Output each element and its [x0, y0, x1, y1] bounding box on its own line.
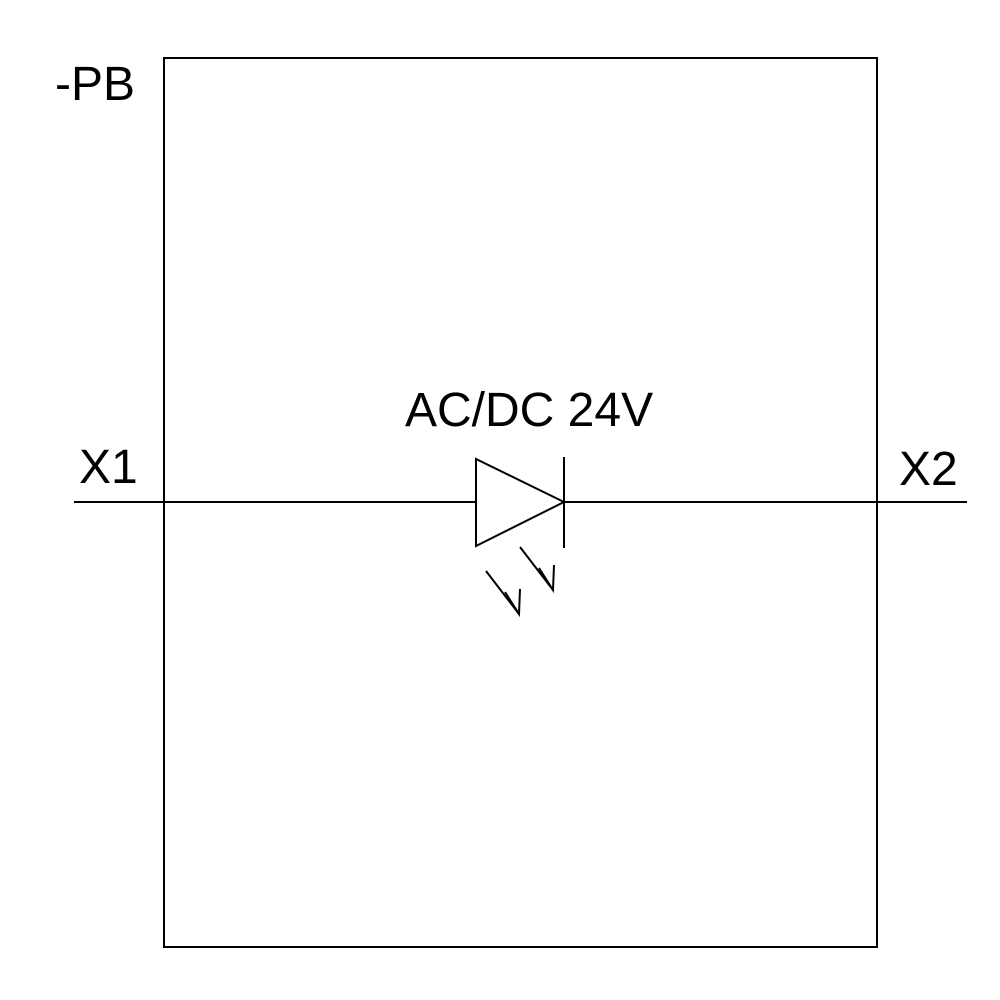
diode-triangle: [475, 457, 567, 548]
light-arrow-icon: [519, 546, 555, 594]
terminal-left-label: X1: [79, 441, 138, 494]
light-arrow-icon: [485, 570, 521, 618]
terminal-right-label: X2: [899, 443, 958, 496]
device-tag-label: -PB: [55, 58, 135, 111]
led-diode-icon: [475, 457, 567, 618]
rating-label: AC/DC 24V: [405, 384, 653, 437]
